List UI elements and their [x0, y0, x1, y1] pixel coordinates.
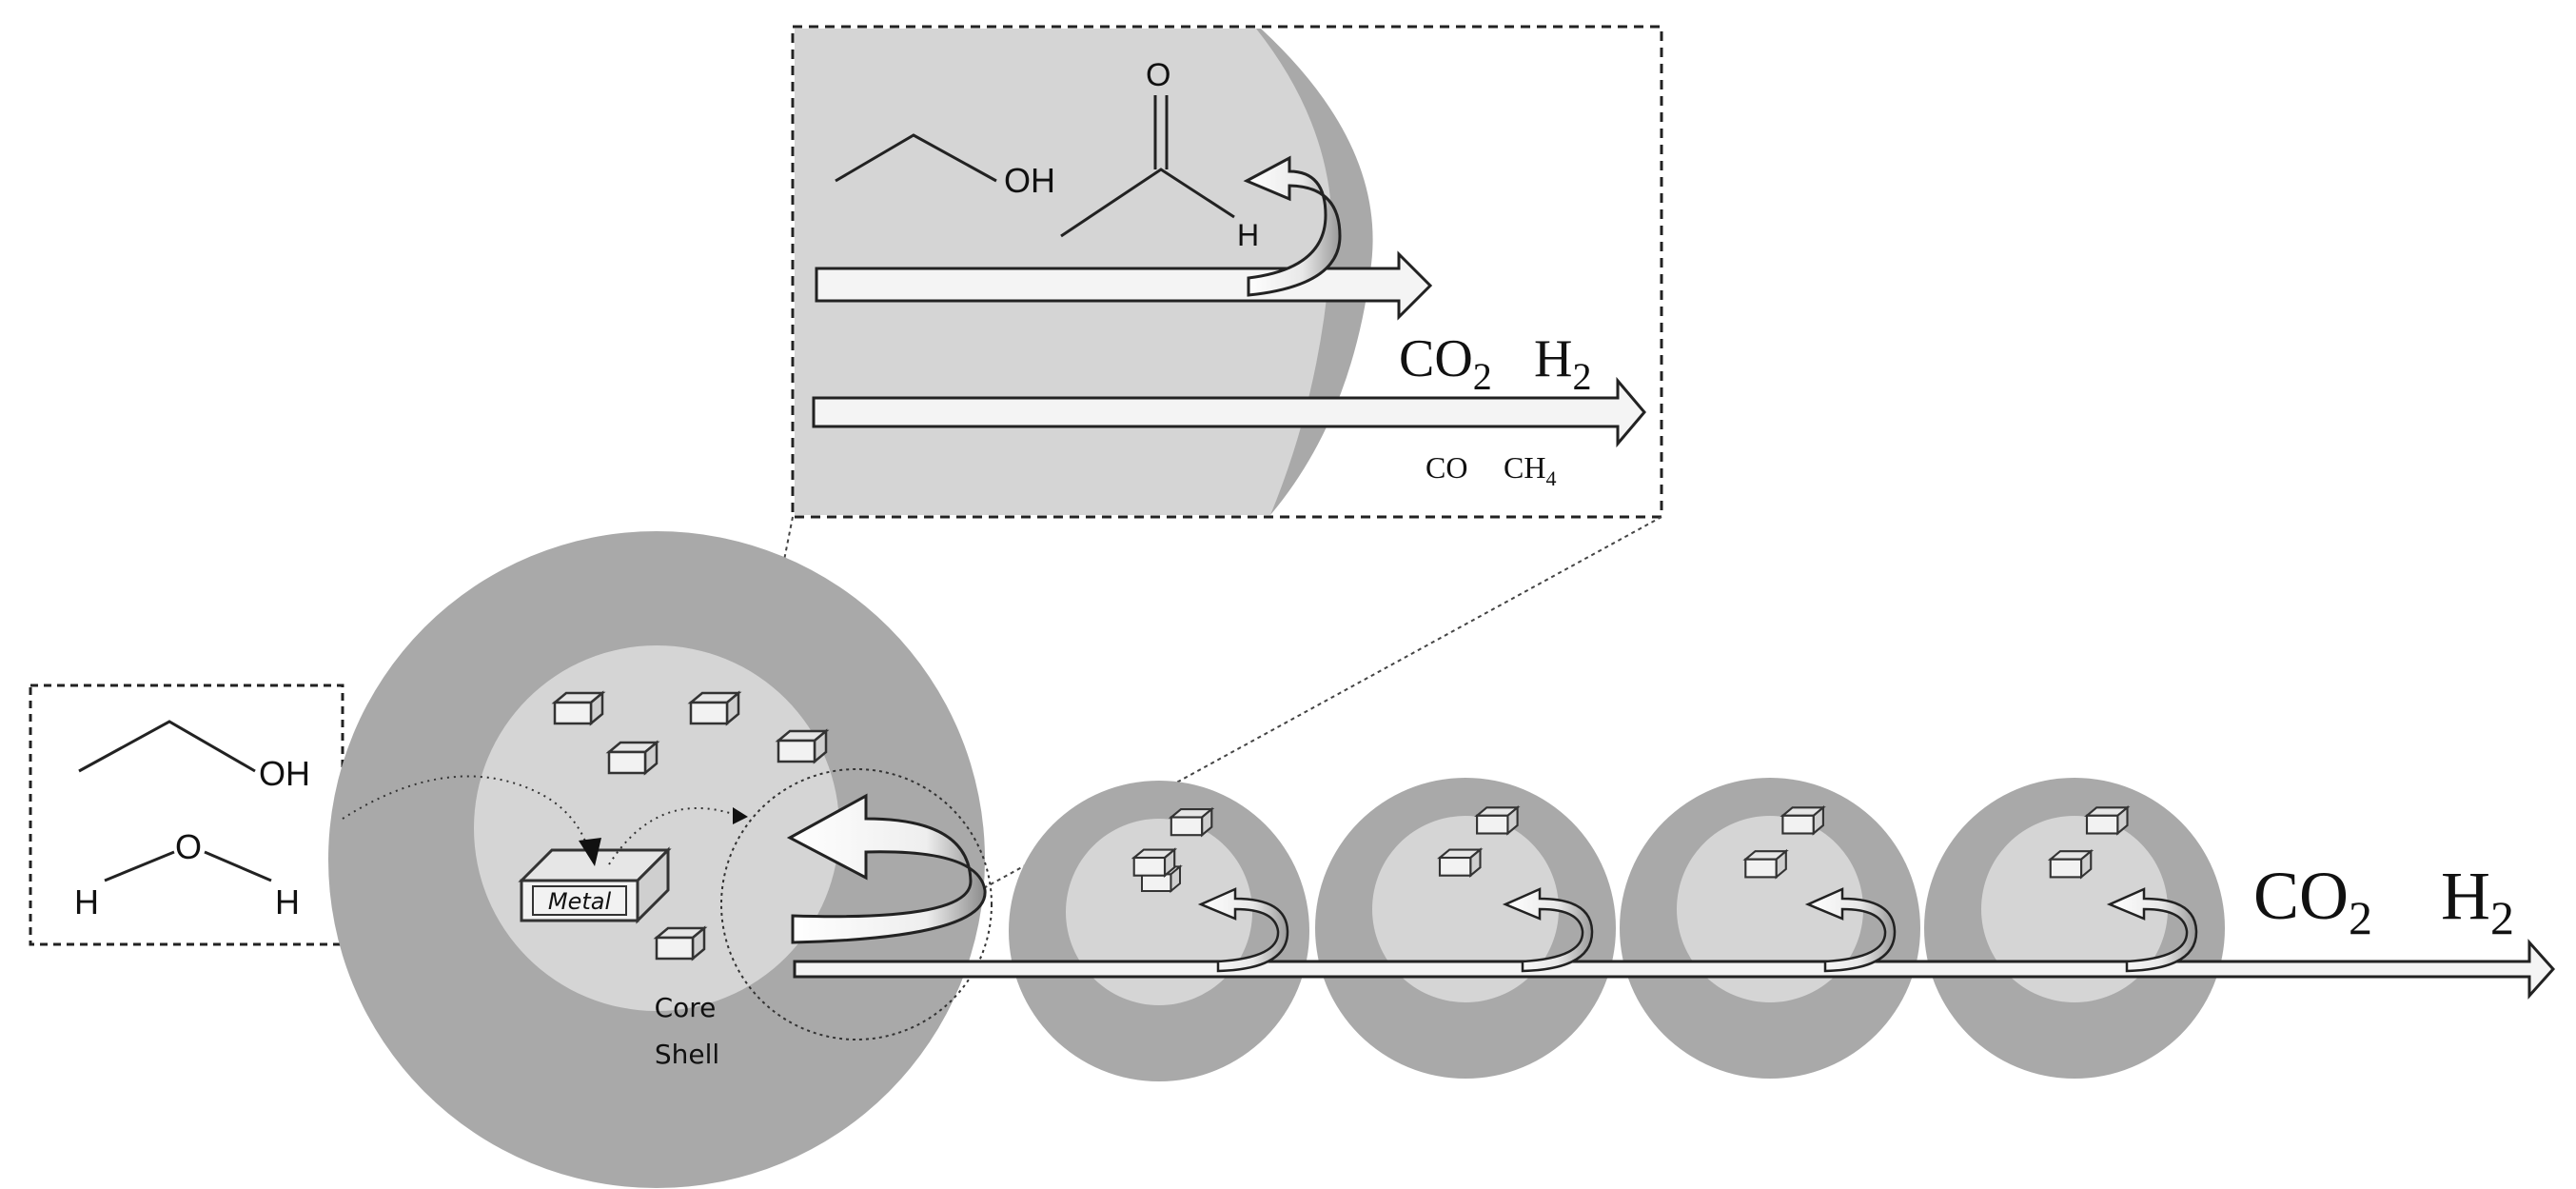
- inset-co2-label: CO2: [1399, 329, 1492, 398]
- product-diffusion-arrowhead: [733, 807, 748, 824]
- reactant-water-h-left-label: H: [74, 882, 99, 921]
- inset-ch4-label: CH4: [1504, 450, 1556, 490]
- inset-h2-label: H2: [1534, 329, 1591, 398]
- metal-crystallite: [777, 729, 828, 763]
- metal-crystallite: [689, 691, 740, 725]
- reactant-diffusion-arrowhead: [579, 838, 601, 866]
- inset-upper-flow-arrow: [815, 250, 1433, 321]
- inset-lower-flow-arrow: [812, 376, 1646, 448]
- reactant-water-molecule: O H H: [74, 827, 300, 921]
- reactant-frame: [29, 684, 344, 946]
- reactant-water-o-label: O: [175, 827, 202, 866]
- inset-acetaldehyde-h-label: H: [1237, 218, 1259, 252]
- large-particle: Metal Core Shell: [328, 531, 993, 1188]
- reactant-water-h-right-label: H: [275, 882, 300, 921]
- outlet-co2-label: CO2: [2253, 858, 2372, 944]
- reactant-panel: OH O H H: [29, 684, 344, 946]
- small-particle: [1620, 778, 1920, 1079]
- inset-acetaldehyde-molecule: O H: [1060, 57, 1259, 252]
- inset-acetaldehyde-o-label: O: [1146, 57, 1170, 93]
- small-curl-arrow: [2106, 887, 2198, 973]
- zoom-region-circle: [720, 768, 993, 1040]
- metal-crystallite: [553, 691, 604, 725]
- small-particle: [1924, 778, 2225, 1079]
- outlet-h2-label: H2: [2441, 858, 2514, 944]
- inset-ethanol-oh-label: OH: [1004, 161, 1055, 200]
- reactant-ethanol-molecule: OH: [78, 720, 310, 793]
- small-curl-arrow: [1804, 887, 1897, 973]
- small-curl-arrow: [1197, 887, 1289, 973]
- main-flow-arrow: [793, 939, 2556, 1000]
- small-particle: [1315, 778, 1616, 1079]
- reactant-ethanol-oh-label: OH: [259, 754, 310, 793]
- large-particle-curl-arrow: [786, 793, 987, 944]
- inset-panel: OH O H CO2 H2 CO CH4: [791, 25, 1663, 519]
- metal-crystallite: [655, 926, 706, 961]
- metal-crystallite: [607, 741, 659, 775]
- small-curl-arrow: [1502, 887, 1594, 973]
- reactant-diffusion-path: [342, 775, 593, 862]
- small-particle-curl-arrows: [1197, 887, 2198, 973]
- particle-bed: [1009, 778, 2225, 1081]
- inset-ethanol-molecule: OH: [835, 133, 1055, 200]
- inset-co-label: CO: [1426, 450, 1467, 485]
- core-label: Core: [655, 992, 717, 1023]
- product-diffusion-path: [608, 806, 734, 865]
- shell-label: Shell: [655, 1039, 719, 1070]
- metal-label: Metal: [548, 888, 612, 915]
- inset-curl-arrow: [1243, 155, 1342, 297]
- small-particle: [1009, 781, 1309, 1081]
